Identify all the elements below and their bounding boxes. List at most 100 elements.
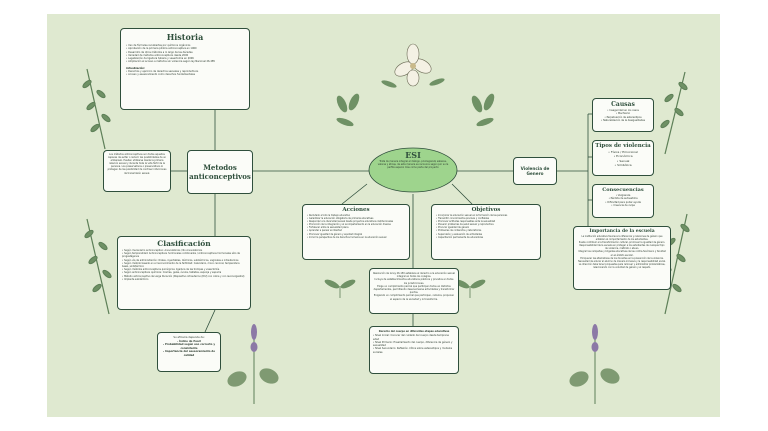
list-item: • Económica bbox=[613, 154, 633, 159]
metodos-description: Los métodos anticonceptivos son todos aq… bbox=[107, 153, 167, 175]
list-item: • Reclutado a todo la trabajo educativo bbox=[307, 214, 351, 217]
resolucion-line: Incluye de establecimientos educativos p… bbox=[374, 278, 454, 285]
list-item: • Garantizar la educación obligatoria de… bbox=[307, 217, 374, 221]
list-item: Integrar las campañas y brigadas educati… bbox=[578, 250, 666, 257]
list-item: • Incluir la perspectiva de los derechos… bbox=[307, 235, 387, 239]
resolucion-line: Resolución de la ley 26.150 establece el… bbox=[373, 272, 455, 279]
cuerpo-box: Derecho del cuerpo en diferentes etapas … bbox=[369, 326, 459, 374]
list-item: • Nivel Secundario: Reflexión crítica so… bbox=[373, 347, 453, 354]
list-item: • Nivel Inicial: Conocer del cuidado del… bbox=[373, 334, 449, 341]
objetivos-title: Objetivos bbox=[471, 207, 501, 213]
list-item: • Según anticonceptivos químicos: Cremas… bbox=[122, 271, 222, 275]
clasificacion-list: • Según mecanismo anticonceptivo: Anovul… bbox=[122, 249, 246, 281]
flower-top-center-icon bbox=[381, 43, 445, 88]
list-item: • Responder a la diversidad sexual desde… bbox=[307, 220, 394, 224]
objetivos-box: Objetivos • Incorporar la educación sexu… bbox=[431, 204, 541, 260]
resolucion-box: Resolución de la ley 26.150 establece el… bbox=[369, 268, 459, 314]
mind-map-canvas: Historia • Uso de fórmulas recubiertas p… bbox=[47, 14, 720, 417]
list-item: • Supervisión y evaluación de actividade… bbox=[436, 232, 482, 236]
list-item: • Promover igualdad de género y equidad … bbox=[307, 232, 363, 236]
plant-left-mid-icon bbox=[84, 218, 112, 315]
historia-list: • Uso de fórmulas recubiertas por químic… bbox=[126, 44, 244, 64]
eficacia-line: - Índice de Pearl bbox=[177, 339, 201, 343]
list-item: • Derechos y ejercicio de derechos sexua… bbox=[126, 70, 199, 74]
list-item: • Machismo bbox=[615, 112, 631, 116]
list-item: • Perpetuación de estereotipos bbox=[604, 115, 642, 119]
causas-box: Causas • Inseguridad en los casos • Mach… bbox=[592, 98, 654, 132]
clasificacion-title: Clasificación bbox=[157, 239, 211, 248]
consecuencias-box: Consecuencias • Vergüenza • Pérdida de a… bbox=[592, 184, 654, 218]
importancia-box: Importancia de la escuela La institución… bbox=[573, 226, 671, 290]
list-item: • Incorporar la educación sexual en la f… bbox=[436, 214, 508, 217]
list-item: • Prevenir problemas de salud sexual y r… bbox=[436, 223, 494, 227]
list-item: • Ampliación el acceso a métodos sin vio… bbox=[126, 60, 215, 64]
tipos-list: • Física / Emocional • Económica • Sexua… bbox=[595, 150, 651, 167]
esi-node: ESI Trata de manera integral el diálogo,… bbox=[377, 150, 449, 190]
list-item: • Transmitir conocimientos precisos y co… bbox=[436, 217, 489, 221]
connector-lines bbox=[82, 43, 690, 404]
list-item: • Según métodos anticonceptivos quirúrgi… bbox=[122, 268, 220, 272]
eficacia-line: Su eficacia depende de: bbox=[173, 336, 205, 339]
list-item: • Según método basado en el reconocimien… bbox=[122, 261, 240, 269]
esi-title: ESI bbox=[405, 150, 421, 160]
list-item: • Creencia de culpa bbox=[611, 203, 635, 207]
list-item: • Pérdida de autoestima bbox=[608, 197, 638, 201]
metodos-title: Metodos anticonceptivos bbox=[189, 163, 251, 181]
tipos-box: Tipos de violencia • Física / Emocional … bbox=[592, 140, 654, 176]
violencia-title: Violencia de Genero bbox=[520, 165, 550, 177]
list-item: • Nivel Primario: Enseñamiento del cuerp… bbox=[373, 340, 453, 348]
importancia-list: La institución educativa favorece la dif… bbox=[578, 235, 666, 269]
sprout-left-icon bbox=[336, 93, 360, 127]
importancia-title: Importancia de la escuela bbox=[589, 229, 655, 234]
plant-right-top-icon bbox=[660, 71, 688, 155]
cuerpo-list: • Nivel Inicial: Conocer del cuidado del… bbox=[373, 334, 455, 354]
eficacia-line: - Importancia del asesoramiento de calid… bbox=[162, 350, 216, 357]
list-item: • Desarrollo de otros métodos a lo largo… bbox=[126, 50, 193, 54]
acciones-list: • Reclutado a todo la trabajo educativo … bbox=[307, 214, 405, 239]
list-item: • Acceso y asesoramiento como derechos f… bbox=[126, 73, 195, 77]
list-item: La dirección debe tener propuestas para … bbox=[578, 262, 666, 269]
list-item: Responsabilidad de la escuela en protege… bbox=[579, 244, 665, 251]
list-item: • Aprender a pensar en libertad bbox=[307, 229, 342, 233]
historia-subtitle: Actualización: bbox=[126, 66, 145, 70]
consecuencias-title: Consecuencias bbox=[602, 187, 644, 193]
historia-box: Historia • Uso de fórmulas recubiertas p… bbox=[120, 28, 250, 110]
list-item: • Promoción de la integración y el acomp… bbox=[307, 223, 391, 227]
list-item: • Según vía de administración: Orales, i… bbox=[122, 258, 239, 262]
list-item: • Variedad de métodos anticonceptivos de… bbox=[126, 53, 189, 57]
sprout-right-icon bbox=[471, 93, 495, 127]
cuerpo-title: Derecho del cuerpo en diferentes etapas … bbox=[378, 330, 450, 333]
resolucion-line: Exigiendo un cumplimiento parcial que pa… bbox=[373, 294, 455, 301]
list-item: • Método anticonceptivo de Larga Duració… bbox=[122, 274, 245, 278]
tipos-title: Tipos de violencia bbox=[595, 143, 651, 149]
list-item: • Inseguridad en los casos bbox=[607, 109, 639, 112]
causas-list: • Inseguridad en los casos • Machismo • … bbox=[595, 109, 651, 122]
historia-title: Historia bbox=[166, 32, 204, 42]
list-item: • Según temporalidad: Anticonceptivos ho… bbox=[122, 252, 240, 259]
sprout-mid-left-icon bbox=[324, 279, 356, 298]
list-item: • Promover actitudes responsables ante l… bbox=[436, 220, 496, 224]
violencia-box: Violencia de Genero bbox=[513, 157, 557, 185]
resolucion-line: Exige un cumplimiento parcial que partic… bbox=[373, 284, 455, 295]
lavender-right-icon bbox=[569, 324, 620, 404]
list-item: Puede contribuir a la transformación cul… bbox=[578, 241, 666, 245]
list-item: • Capacitación permanente de educadores bbox=[436, 235, 484, 239]
list-item: • Vergüenza bbox=[615, 194, 631, 197]
list-item: • Procurar igualdad de género bbox=[436, 226, 470, 230]
list-item: La institución educativa favorece la dif… bbox=[581, 235, 663, 242]
list-item: • Dificultad para poder ayuda bbox=[605, 200, 641, 204]
list-item: • Física / Emocional bbox=[608, 150, 638, 154]
list-item: • Legalización de ligadura tubaria y vas… bbox=[126, 57, 194, 61]
metodos-description-box: Los métodos anticonceptivos son todos aq… bbox=[103, 150, 171, 192]
eficacia-line: - Probabilidad según uso correcto y cons… bbox=[162, 343, 216, 350]
eficacia-box: Su eficacia depende de: - Índice de Pear… bbox=[157, 332, 221, 372]
list-item: Necesidad de educar al alumno de manera … bbox=[578, 259, 666, 263]
acciones-title: Acciones bbox=[342, 207, 370, 213]
historia-sub-list: • Derechos y ejercicio de derechos sexua… bbox=[126, 70, 244, 77]
objetivos-list: • Incorporar la educación sexual en la f… bbox=[436, 214, 536, 239]
esi-text: Trata de manera integral el diálogo, pri… bbox=[377, 160, 449, 170]
list-item: • Aprobación de la primera píldora antic… bbox=[126, 47, 197, 51]
list-item: • Según mecanismo anticonceptivo: Anovul… bbox=[122, 249, 203, 252]
plant-left-top-icon bbox=[82, 68, 111, 150]
list-item: Enriquecer las alternativas de los docen… bbox=[580, 256, 664, 260]
